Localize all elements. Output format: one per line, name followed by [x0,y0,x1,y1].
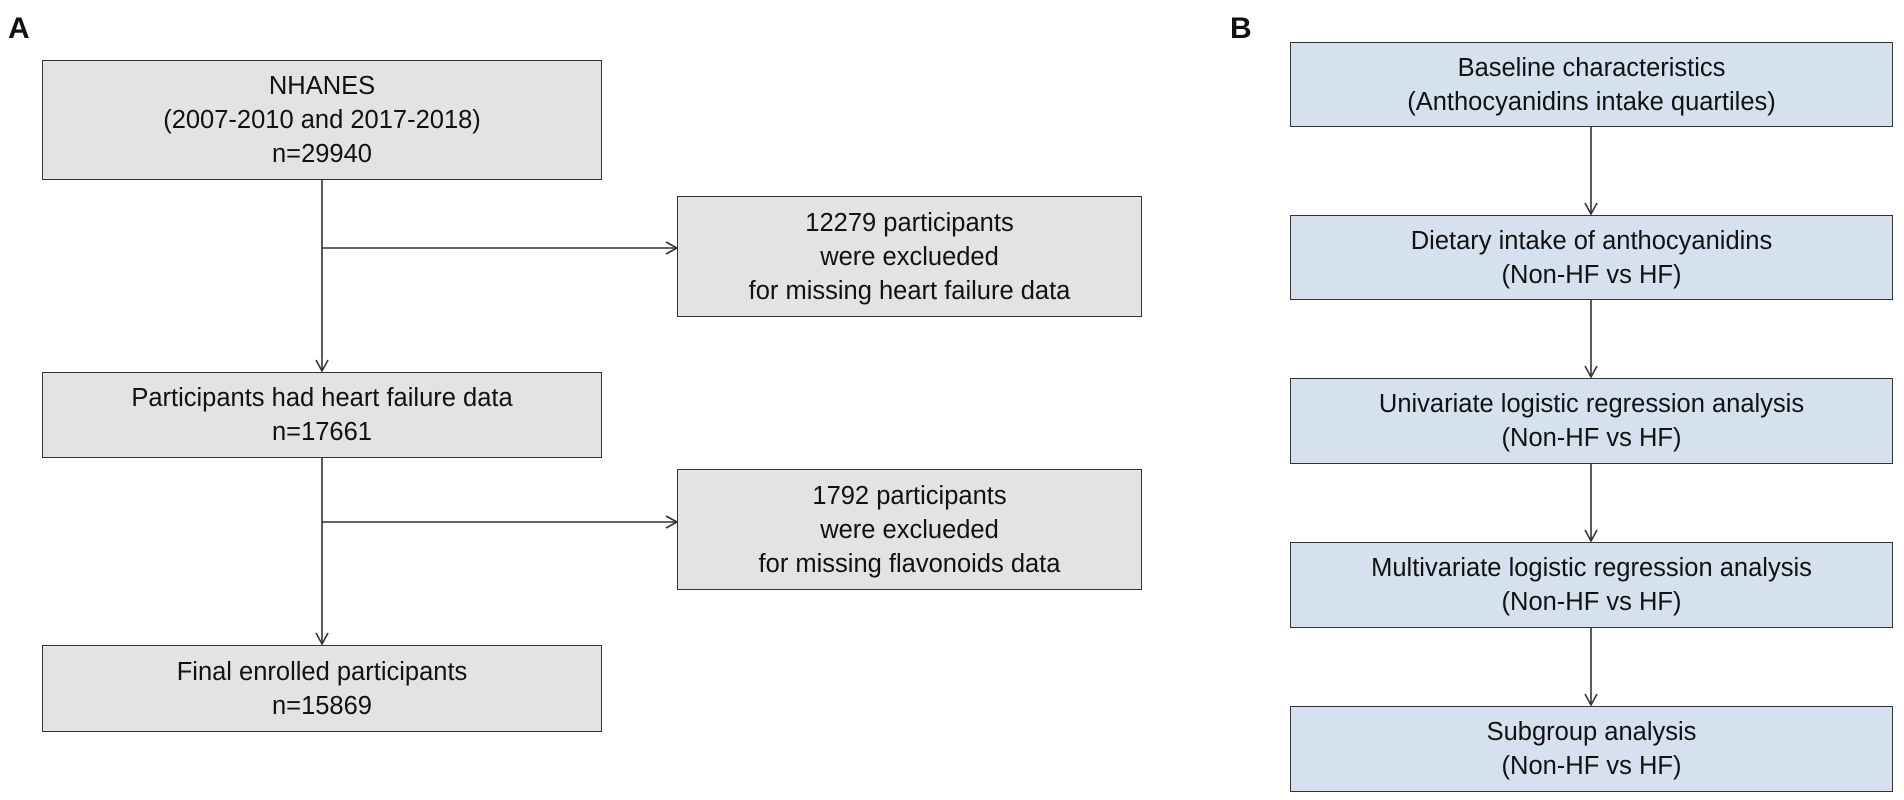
exclusion-1-line-2: were exclueded [820,242,999,271]
hf-data-line-2: n=17661 [272,418,372,446]
step-2-line-2: (Non-HF vs HF) [1501,260,1682,289]
step-dietary-intake-box: Dietary intake of anthocyanidins (Non-HF… [1290,215,1893,300]
step-5-line-1: Subgroup analysis [1486,718,1697,746]
step-subgroup-box: Subgroup analysis (Non-HF vs HF) [1290,706,1893,792]
final-line-2: n=15869 [272,691,372,720]
final-enrolled-box: Final enrolled participants n=15869 [42,645,602,732]
exclusion-box-2: 1792 participants were exclueded for mis… [677,469,1142,590]
nhanes-box: NHANES (2007-2010 and 2017-2018) n=29940 [42,60,602,180]
exclusion-1-line-3: for missing heart failure data [748,276,1071,305]
step-4-line-1: Multivariate logistic regression analysi… [1371,554,1812,582]
step-univariate-box: Univariate logistic regression analysis … [1290,378,1893,464]
exclusion-1-line-1: 12279 participants [805,208,1014,237]
step-4-line-2: (Non-HF vs HF) [1501,588,1682,616]
hf-data-box: Participants had heart failure data n=17… [42,372,602,458]
nhanes-line-1: NHANES [268,72,376,100]
nhanes-line-2: (2007-2010 and 2017-2018) [163,106,481,134]
step-2-line-1: Dietary intake of anthocyanidins [1410,226,1773,255]
exclusion-2-line-3: for missing flavonoids data [758,549,1061,578]
exclusion-2-line-2: were exclueded [820,515,999,544]
hf-data-line-1: Participants had heart failure data [131,384,513,412]
step-3-line-2: (Non-HF vs HF) [1501,424,1682,452]
step-3-line-1: Univariate logistic regression analysis [1378,390,1805,418]
exclusion-2-line-1: 1792 participants [812,481,1007,510]
step-1-line-2: (Anthocyanidins intake quartiles) [1407,87,1776,116]
step-multivariate-box: Multivariate logistic regression analysi… [1290,542,1893,628]
panel-b-label: B [1230,12,1252,45]
exclusion-box-1: 12279 participants were exclueded for mi… [677,196,1142,317]
step-1-line-1: Baseline characteristics [1457,53,1726,82]
step-5-line-2: (Non-HF vs HF) [1501,752,1682,780]
final-line-1: Final enrolled participants [176,657,468,686]
panel-a-label: A [8,12,30,45]
step-baseline-box: Baseline characteristics (Anthocyanidins… [1290,42,1893,127]
nhanes-line-3: n=29940 [272,140,372,168]
